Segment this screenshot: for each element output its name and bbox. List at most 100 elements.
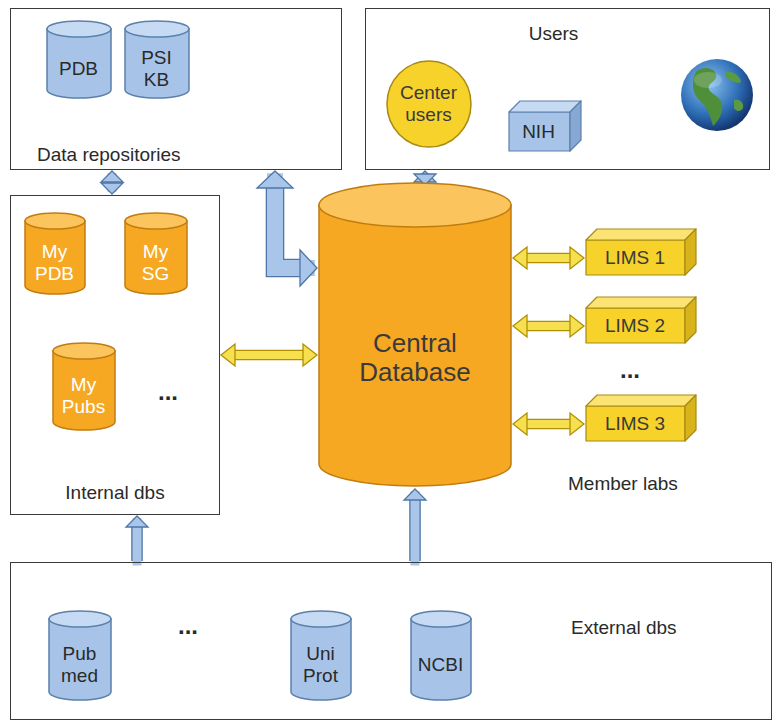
- node-label: My PDB: [31, 241, 79, 284]
- globe-shine: [694, 72, 722, 88]
- arrow-head: [257, 171, 293, 188]
- arrow-shaft: [521, 254, 575, 262]
- cylinder-body: [53, 351, 115, 430]
- arrow-shaft: [521, 322, 575, 330]
- box-front: [586, 308, 685, 343]
- box-top: [509, 101, 581, 112]
- node-label: Pub med: [58, 643, 102, 686]
- arrow-shaft: [133, 523, 142, 561]
- group-label: External dbs: [571, 617, 677, 639]
- node-label: NIH: [514, 121, 564, 142]
- globe-land: [693, 68, 722, 126]
- cylinder-body: [125, 221, 187, 294]
- arrow-head: [513, 315, 527, 337]
- arrow-shaft-outline: [229, 350, 308, 361]
- cylinder-top: [125, 21, 189, 37]
- arrow-head: [300, 250, 317, 286]
- group-label: Users: [366, 23, 741, 45]
- arrow-head: [513, 413, 527, 435]
- arrow-shaft: [521, 420, 575, 428]
- external-group: External dbsPub med Uni Prot NCBI: [10, 562, 772, 720]
- arrow-head: [404, 489, 426, 500]
- arrow-head: [570, 315, 584, 337]
- box-side: [685, 229, 696, 275]
- cylinder-top: [411, 611, 471, 627]
- cylinder-top: [49, 611, 111, 627]
- arrow-head: [101, 183, 123, 194]
- globe-land: [725, 72, 741, 83]
- database-cylinder: PSI KB: [124, 20, 190, 100]
- node-label: NCBI: [415, 654, 467, 675]
- node-label: Center users: [394, 82, 464, 125]
- arrow-head: [513, 247, 527, 269]
- node-label: PSI KB: [137, 47, 177, 90]
- box-side: [685, 395, 696, 441]
- cylinder-body: [47, 29, 111, 98]
- arrow-shaft-outline: [521, 321, 575, 332]
- box-front: [509, 112, 570, 151]
- arrow-shaft: [411, 496, 420, 561]
- cylinder-body: [411, 619, 471, 700]
- arrow-head: [570, 413, 584, 435]
- arrow-shaft-outline: [409, 496, 421, 561]
- users-group: UsersCenter usersNIH: [365, 8, 770, 170]
- cylinder-top: [25, 213, 85, 229]
- node-label: Central Database: [335, 329, 495, 387]
- node-label: LIMS 2: [591, 315, 679, 336]
- block-arrow: [513, 413, 584, 435]
- ellipsis-mark: ...: [620, 356, 640, 384]
- box-front: [586, 240, 685, 275]
- node-label: PDB: [55, 58, 103, 79]
- node-label: My SG: [136, 241, 176, 284]
- cylinder-body: [291, 619, 351, 700]
- arrow-head: [570, 247, 584, 269]
- cylinder-top: [291, 611, 351, 627]
- arrow-shaft-outline: [521, 419, 575, 430]
- box-side: [685, 297, 696, 343]
- database-cylinder: My SG: [124, 212, 188, 296]
- database-cylinder: PDB: [46, 20, 112, 100]
- database-cylinder: My PDB: [24, 212, 86, 296]
- database-cylinder: Uni Prot: [290, 610, 352, 702]
- group-label: Internal dbs: [11, 482, 219, 504]
- lims-box: LIMS 1: [585, 228, 697, 276]
- lims-box: LIMS 3: [585, 394, 697, 442]
- database-cylinder: NCBI: [410, 610, 472, 702]
- box-top: [586, 395, 696, 406]
- block-arrow: [513, 315, 584, 337]
- arrow-head: [101, 171, 123, 182]
- box-top: [586, 229, 696, 240]
- earth-globe: [678, 56, 756, 134]
- globe-ocean: [681, 59, 753, 131]
- box-front: [586, 406, 685, 441]
- arrow-head: [303, 344, 317, 366]
- globe-land: [734, 99, 743, 111]
- arrow-shaft-outline: [131, 523, 143, 561]
- block-arrow: [221, 344, 317, 366]
- arrow-shaft: [229, 351, 308, 359]
- central-database: Central Database: [318, 182, 512, 488]
- block-arrow: [404, 489, 426, 561]
- ellipsis-mark: ...: [158, 378, 178, 406]
- node-label: My Pubs: [59, 374, 109, 417]
- user-circle: Center users: [386, 60, 472, 148]
- cylinder-body: [125, 29, 189, 98]
- internal-group: Internal dbs My PDB My SG My Pubs: [10, 195, 220, 515]
- lims-box: LIMS 2: [585, 296, 697, 344]
- group-label: Data repositories: [37, 144, 181, 166]
- block-arrow: [257, 171, 317, 286]
- arrow-head: [126, 516, 148, 527]
- cylinder-body: [25, 221, 85, 294]
- user-box: NIH: [508, 100, 582, 152]
- cylinder-top: [319, 183, 511, 227]
- cylinder-top: [47, 21, 111, 37]
- cylinder-top: [53, 343, 115, 359]
- arrow-shaft-outline: [521, 253, 575, 264]
- circle-outline: [387, 61, 471, 147]
- box-top: [586, 297, 696, 308]
- ellipsis-mark: ...: [178, 612, 198, 640]
- block-arrow: [126, 516, 148, 561]
- block-arrow: [513, 247, 584, 269]
- arrow-head: [221, 344, 235, 366]
